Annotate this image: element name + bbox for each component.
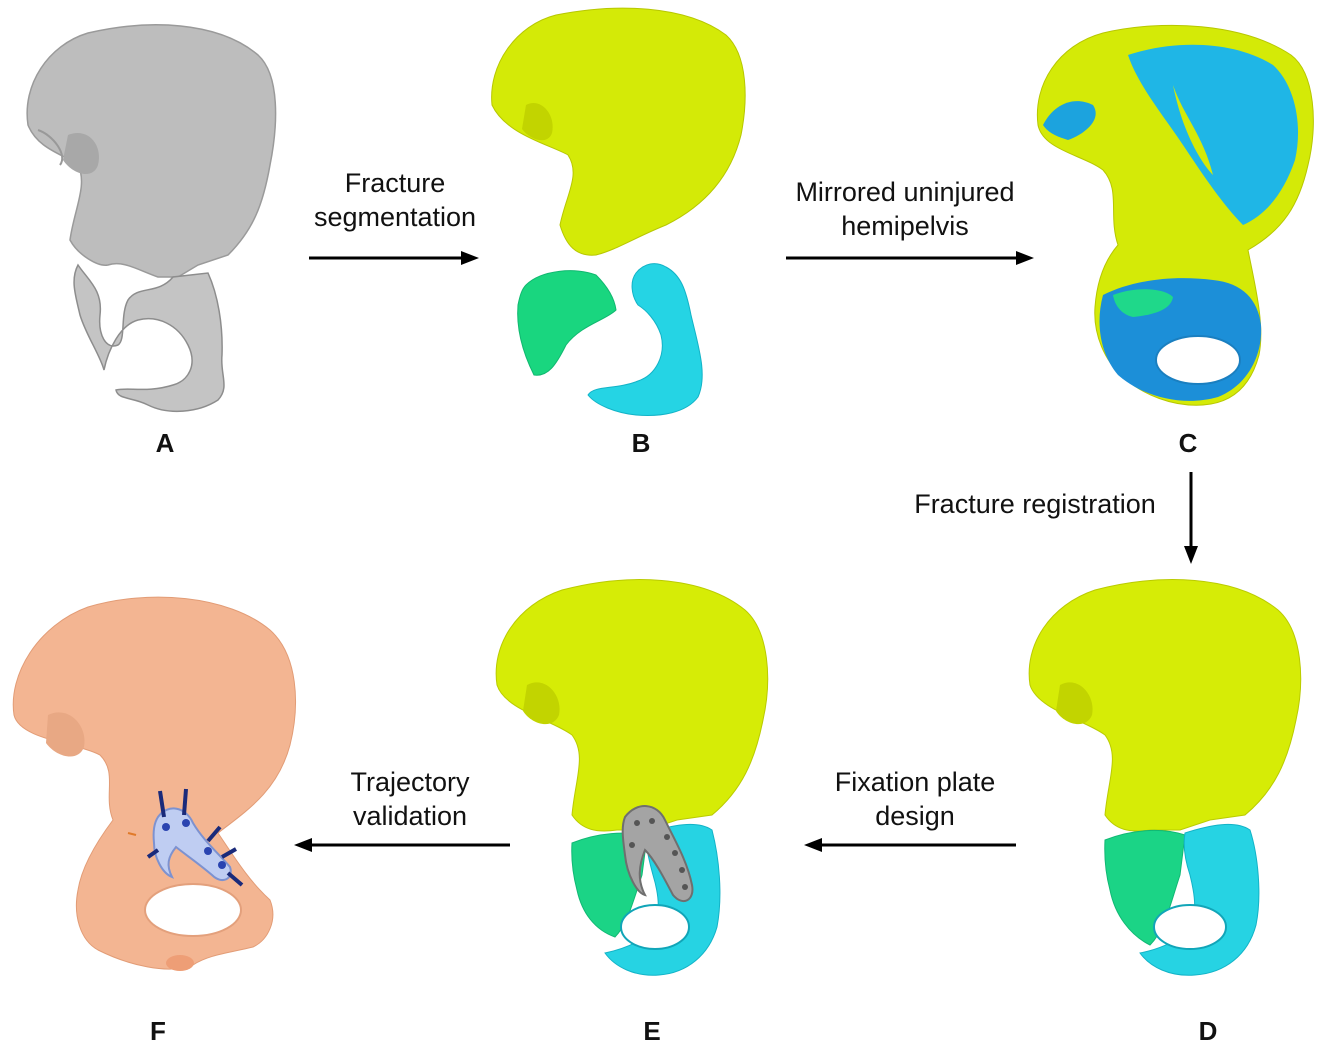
panel-f <box>8 595 308 995</box>
arrow-c-to-d <box>1181 470 1201 570</box>
arrow-d-to-e <box>800 835 1020 855</box>
arrow-a-to-b <box>305 248 485 268</box>
panel-d <box>1020 575 1330 995</box>
fractured-pelvis-model <box>8 15 308 425</box>
arrow-e-to-f <box>290 835 512 855</box>
panel-label-c: C <box>1168 428 1208 459</box>
panel-label-e: E <box>632 1016 672 1047</box>
registered-fracture-model <box>1020 575 1330 995</box>
panel-a <box>8 15 308 425</box>
step-label-mirroring: Mirrored uninjured hemipelvis <box>770 175 1040 243</box>
step-label-segmentation: Fracture segmentation <box>290 166 500 234</box>
step-label-registration: Fracture registration <box>880 487 1190 521</box>
panel-label-f: F <box>138 1016 178 1047</box>
panel-label-a: A <box>145 428 185 459</box>
panel-e <box>487 575 797 995</box>
step-label-plate-design: Fixation plate design <box>805 765 1025 833</box>
panel-b <box>486 5 776 425</box>
plate-design-model <box>487 575 797 995</box>
segmented-fragments-model <box>486 5 776 425</box>
panel-c <box>1033 25 1333 425</box>
arrow-b-to-c <box>782 248 1040 268</box>
step-label-validation: Trajectory validation <box>305 765 515 833</box>
panel-label-d: D <box>1188 1016 1228 1047</box>
panel-label-b: B <box>621 428 661 459</box>
mirrored-overlay-model <box>1033 25 1333 425</box>
trajectory-validation-model <box>8 595 308 995</box>
